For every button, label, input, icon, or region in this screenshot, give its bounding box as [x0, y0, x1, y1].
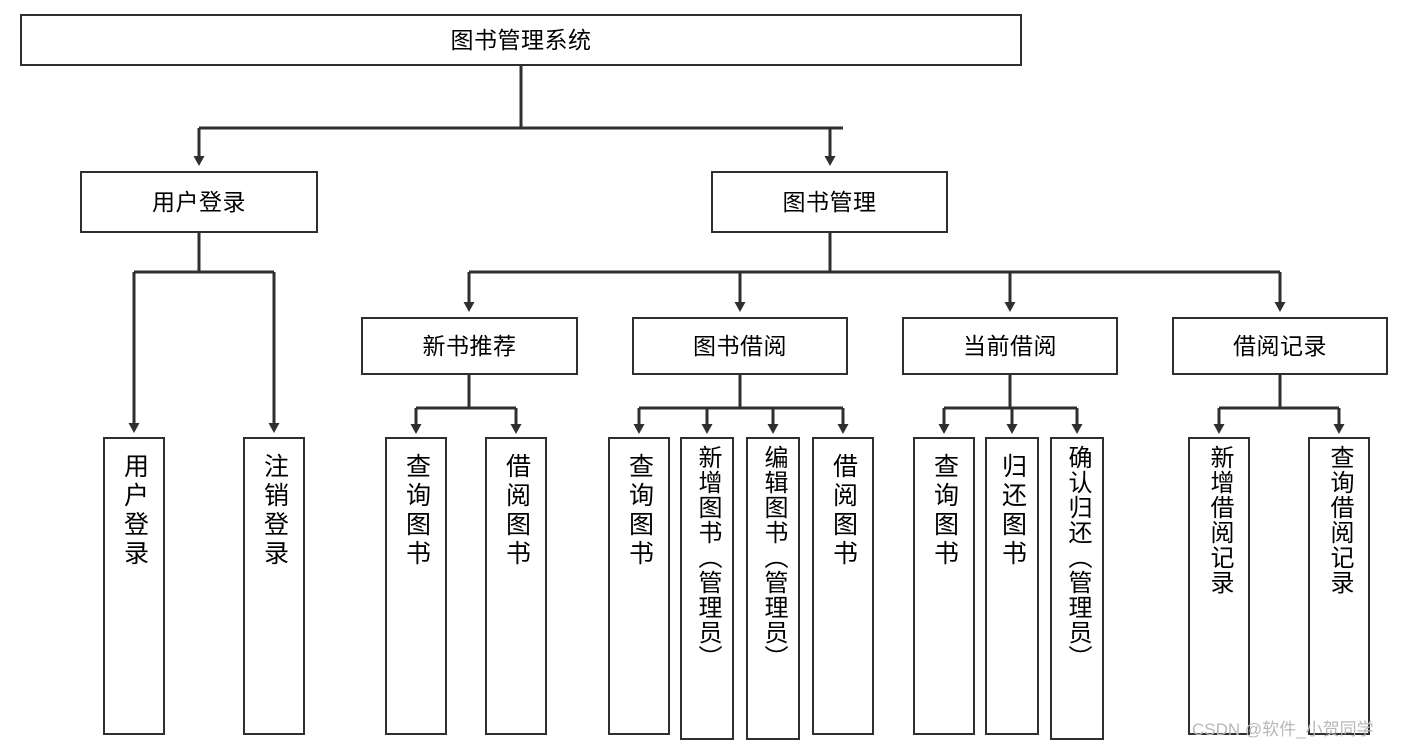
- node-leaf-query-book-3-label: 查询图书: [930, 453, 959, 569]
- node-leaf-user-login[interactable]: 用户登录: [103, 437, 165, 735]
- node-leaf-confirm-return[interactable]: 确认归还（管理员）: [1050, 437, 1104, 740]
- node-leaf-return-book[interactable]: 归还图书: [985, 437, 1039, 735]
- node-leaf-borrow-book-1[interactable]: 借阅图书: [485, 437, 547, 735]
- node-leaf-logout-login-label: 注销登录: [260, 453, 289, 569]
- node-leaf-confirm-return-label: 确认归还（管理员）: [1064, 445, 1091, 670]
- node-new-book-recommend[interactable]: 新书推荐: [361, 317, 578, 375]
- node-leaf-query-book-1-label: 查询图书: [402, 453, 431, 569]
- node-leaf-query-book-1[interactable]: 查询图书: [385, 437, 447, 735]
- node-leaf-logout-login[interactable]: 注销登录: [243, 437, 305, 735]
- node-book-manage[interactable]: 图书管理: [711, 171, 948, 233]
- node-leaf-borrow-book-1-label: 借阅图书: [502, 453, 531, 569]
- node-book-borrow[interactable]: 图书借阅: [632, 317, 848, 375]
- node-leaf-add-book-label: 新增图书（管理员）: [694, 445, 721, 670]
- node-current-borrow-label: 当前借阅: [963, 332, 1057, 359]
- node-leaf-query-record[interactable]: 查询借阅记录: [1308, 437, 1370, 735]
- node-book-manage-label: 图书管理: [782, 188, 877, 215]
- node-leaf-borrow-book-2-label: 借阅图书: [829, 453, 858, 569]
- node-user-login[interactable]: 用户登录: [80, 171, 318, 233]
- node-leaf-query-record-label: 查询借阅记录: [1326, 445, 1353, 595]
- node-book-borrow-label: 图书借阅: [693, 332, 787, 359]
- node-leaf-user-login-label: 用户登录: [120, 453, 149, 569]
- node-leaf-return-book-label: 归还图书: [998, 453, 1027, 569]
- node-leaf-edit-book-label: 编辑图书（管理员）: [760, 445, 787, 670]
- node-root-label: 图书管理系统: [450, 26, 592, 53]
- node-root[interactable]: 图书管理系统: [20, 14, 1022, 66]
- node-user-login-label: 用户登录: [152, 188, 246, 215]
- node-leaf-borrow-book-2[interactable]: 借阅图书: [812, 437, 874, 735]
- node-borrow-record-label: 借阅记录: [1233, 332, 1327, 359]
- node-leaf-add-record[interactable]: 新增借阅记录: [1188, 437, 1250, 735]
- node-new-book-recommend-label: 新书推荐: [422, 332, 517, 359]
- node-leaf-add-book[interactable]: 新增图书（管理员）: [680, 437, 734, 740]
- node-leaf-edit-book[interactable]: 编辑图书（管理员）: [746, 437, 800, 740]
- node-leaf-add-record-label: 新增借阅记录: [1206, 445, 1233, 595]
- node-current-borrow[interactable]: 当前借阅: [902, 317, 1118, 375]
- node-leaf-query-book-2-label: 查询图书: [625, 453, 654, 569]
- node-leaf-query-book-2[interactable]: 查询图书: [608, 437, 670, 735]
- node-leaf-query-book-3[interactable]: 查询图书: [913, 437, 975, 735]
- node-borrow-record[interactable]: 借阅记录: [1172, 317, 1388, 375]
- watermark-text: CSDN @软件_小贺同学: [1192, 720, 1374, 739]
